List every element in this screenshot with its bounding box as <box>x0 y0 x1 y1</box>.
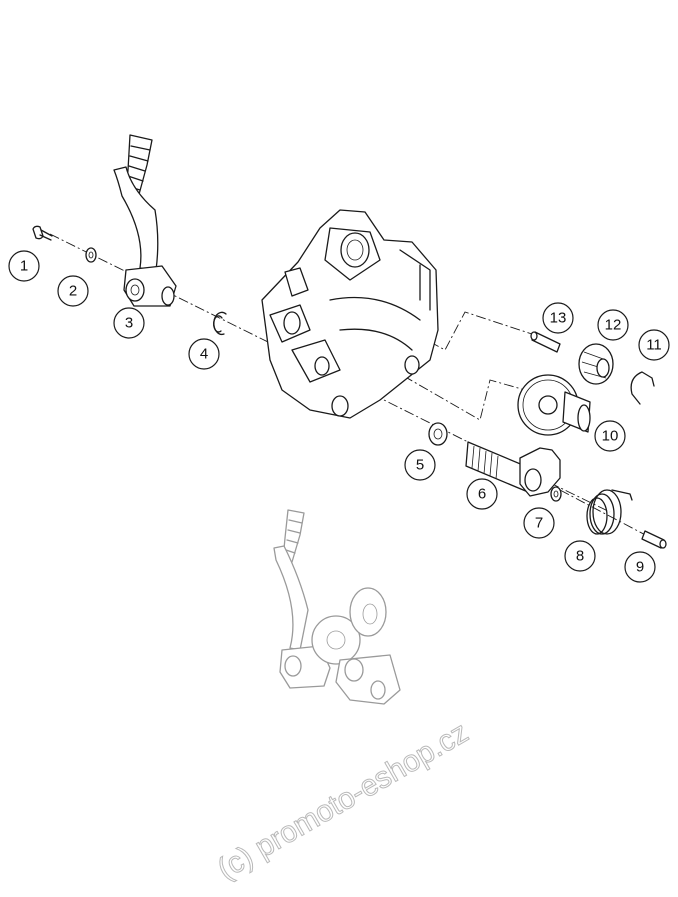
watermark: (c) promoto-eshop.cz <box>212 716 474 886</box>
callout-7: 7 <box>523 507 555 539</box>
callout-11: 11 <box>638 329 670 361</box>
callout-label: 3 <box>125 315 133 332</box>
callout-13: 13 <box>542 302 574 334</box>
callout-8: 8 <box>564 540 596 572</box>
callout-label: 13 <box>550 310 567 327</box>
callout-label: 6 <box>478 486 486 503</box>
assembled-preview <box>273 509 401 705</box>
callout-label: 12 <box>605 317 622 334</box>
callout-label: 8 <box>576 548 584 565</box>
callout-label: 5 <box>416 457 424 474</box>
callout-label: 11 <box>646 337 662 354</box>
spring-pin-part <box>641 530 667 549</box>
thrust-washer-part <box>428 422 448 446</box>
callout-6: 6 <box>466 478 498 510</box>
small-washer-part <box>550 486 562 502</box>
callout-2: 2 <box>57 275 89 307</box>
callout-label: 1 <box>20 258 28 275</box>
callout-label: 10 <box>602 428 619 445</box>
engine-cover-housing <box>261 209 439 419</box>
lock-ring-part <box>630 371 655 405</box>
callout-label: 4 <box>200 346 208 363</box>
kick-shaft-part <box>465 441 561 497</box>
callout-12: 12 <box>597 309 629 341</box>
callout-1: 1 <box>8 250 40 282</box>
circlip-part <box>213 311 227 336</box>
callout-10: 10 <box>594 420 626 452</box>
callout-label: 2 <box>69 283 77 300</box>
washer-part <box>85 247 97 263</box>
callout-label: 9 <box>636 559 644 576</box>
intermediate-gear-part <box>517 374 591 436</box>
bolt-part <box>32 225 53 241</box>
idler-gear-part <box>578 343 614 385</box>
callout-3: 3 <box>113 307 145 339</box>
callout-label: 7 <box>535 515 543 532</box>
kick-starter-lever-part <box>113 134 177 307</box>
callout-5: 5 <box>404 449 436 481</box>
idler-pin-part <box>530 331 561 353</box>
callout-9: 9 <box>624 551 656 583</box>
callout-4: 4 <box>188 338 220 370</box>
kick-spring-part <box>586 489 633 535</box>
